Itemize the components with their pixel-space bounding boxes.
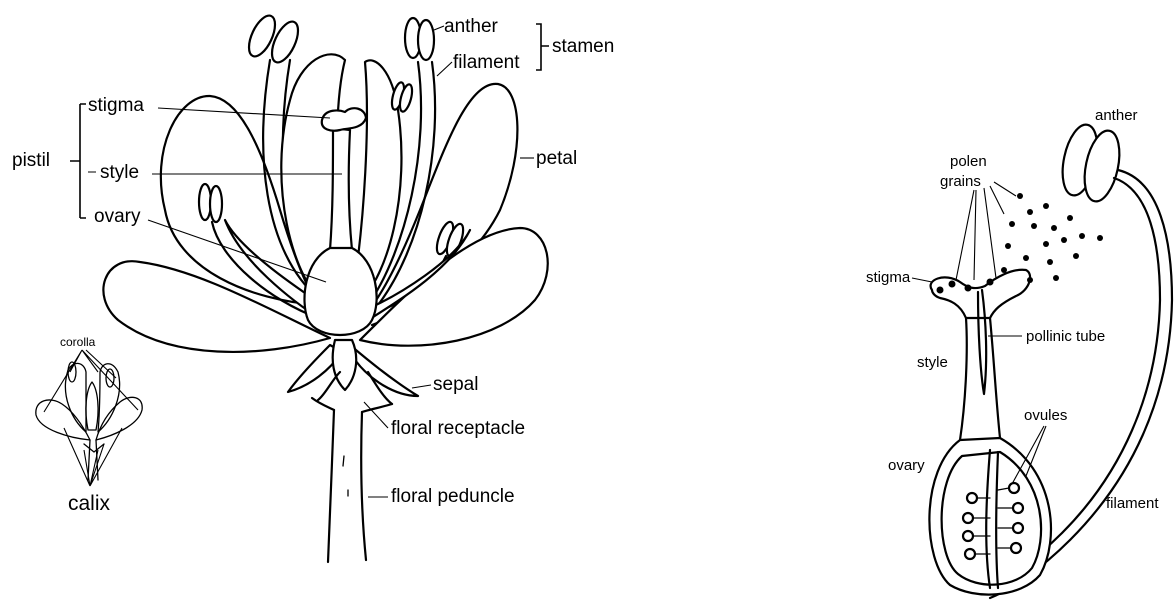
label-ovary: ovary [94, 206, 141, 227]
label-stigma: stigma [88, 95, 144, 116]
floral-peduncle [328, 410, 366, 562]
label-calix: calix [68, 492, 111, 515]
inset-corolla-lines [44, 350, 138, 412]
peduncle-mark-1 [343, 456, 344, 466]
label-right-filament: filament [1106, 495, 1159, 512]
label-corolla: corolla [60, 335, 96, 349]
label-right-ovules: ovules [1024, 407, 1067, 424]
label-filament: filament [453, 52, 520, 73]
anther-left-low [199, 184, 222, 222]
label-right-polen: polen [950, 153, 987, 170]
label-anther: anther [444, 16, 499, 37]
anther-top-left [244, 12, 304, 66]
pistil-ovary [304, 248, 376, 335]
label-stamen: stamen [552, 36, 614, 57]
leader-polen-grains [956, 182, 1016, 280]
leader-right-stigma [912, 278, 932, 282]
leader-sepal [412, 385, 431, 388]
label-right-grains: grains [940, 173, 981, 190]
anther-top-right [405, 18, 434, 60]
label-floral-peduncle: floral peduncle [391, 486, 515, 507]
pistil-stigma [322, 108, 366, 131]
label-right-ovary: ovary [888, 457, 925, 474]
label-right-stigma: stigma [866, 269, 911, 286]
label-floral-receptacle: floral receptacle [391, 418, 525, 439]
label-right-pollinic-tube: pollinic tube [1026, 328, 1105, 345]
inset-flower-drawing [36, 362, 142, 480]
bracket-stamen [536, 24, 549, 70]
right-anther [1057, 121, 1125, 204]
sepal-right [350, 345, 418, 396]
label-style: style [100, 162, 139, 183]
label-pistil: pistil [12, 150, 50, 171]
right-stigma [931, 270, 1031, 318]
leader-anther [434, 26, 444, 30]
leader-filament [437, 62, 452, 76]
label-sepal: sepal [433, 374, 478, 395]
inset-flower: corolla calix [36, 335, 142, 515]
pollination-drawing [929, 121, 1172, 598]
label-right-anther: anther [1095, 107, 1138, 124]
label-right-style: style [917, 354, 948, 371]
flower-drawing [103, 12, 547, 562]
pistil-style [330, 128, 352, 250]
floral-receptacle-base [312, 398, 392, 412]
label-petal: petal [536, 148, 577, 169]
sepal-center [333, 340, 357, 390]
bracket-pistil [70, 104, 86, 218]
